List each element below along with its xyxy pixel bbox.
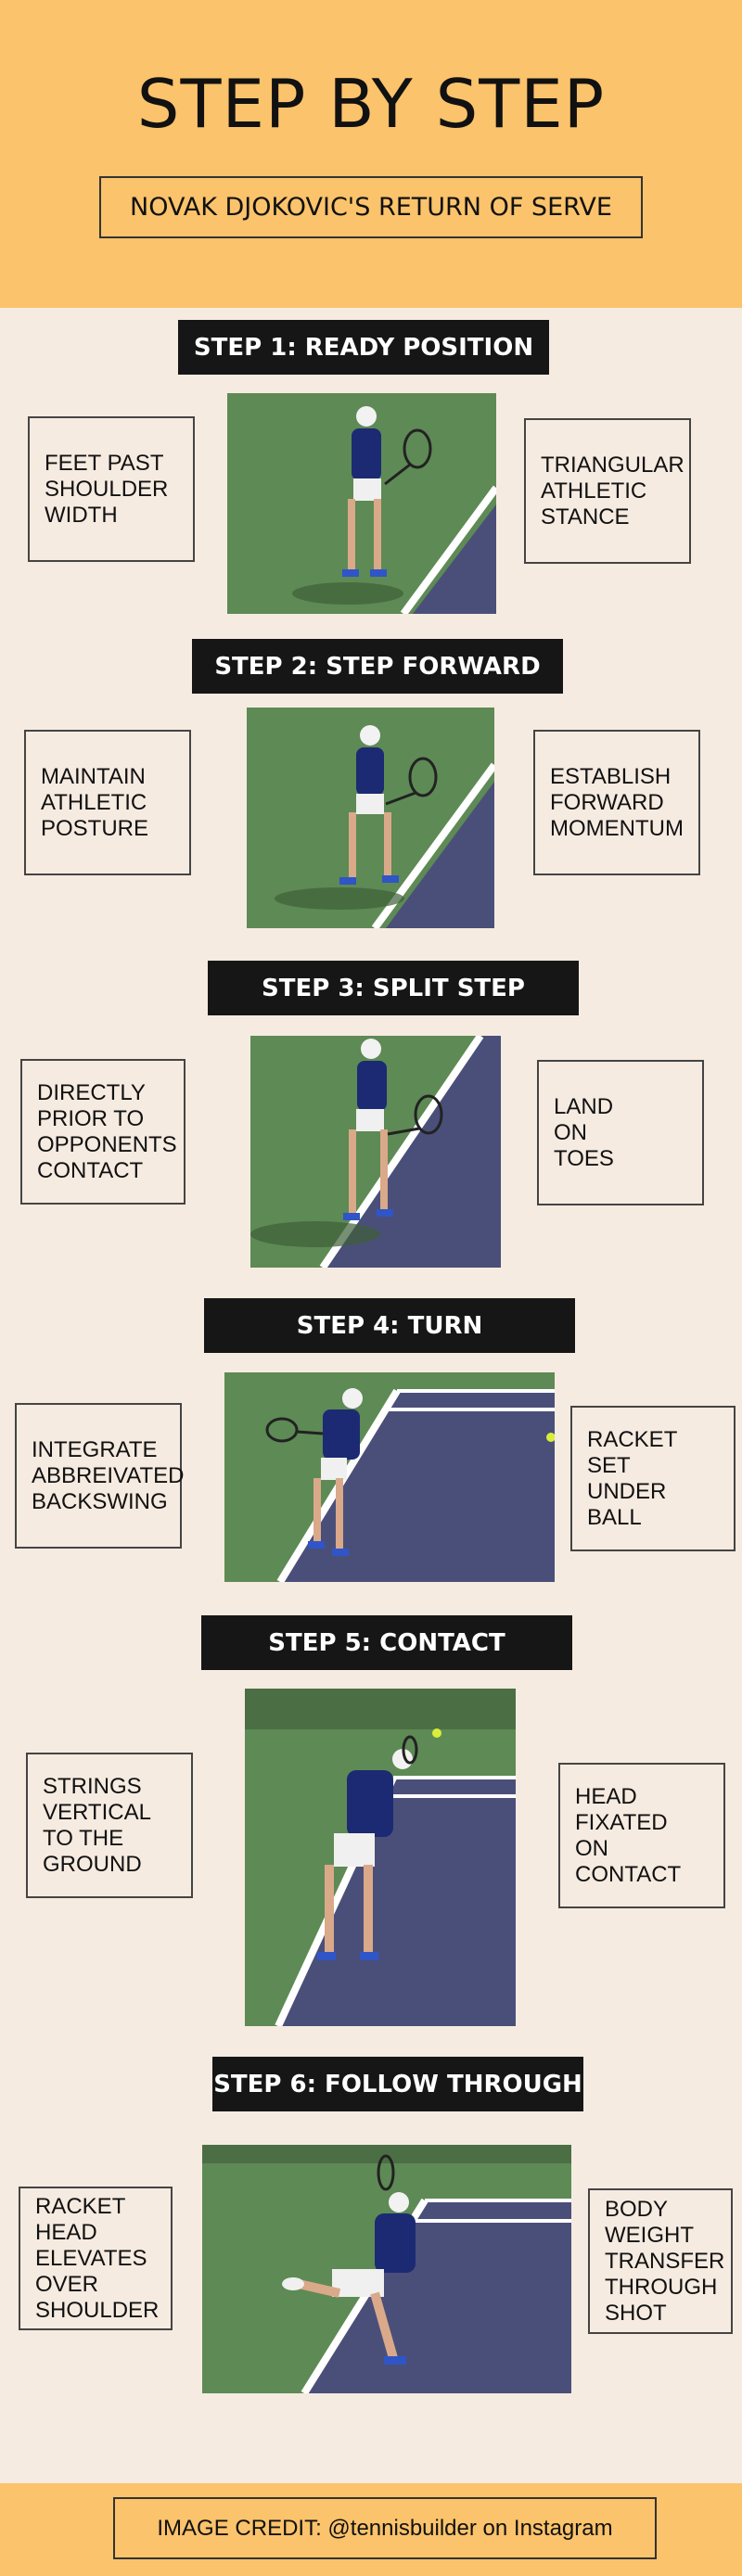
step-4-photo (224, 1372, 555, 1582)
step-1-label: STEP 1: READY POSITION (178, 320, 549, 375)
step-5-label: STEP 5: CONTACT (201, 1615, 572, 1670)
step-3-right-tip: LAND ON TOES (537, 1060, 704, 1205)
step-2-photo (247, 708, 494, 928)
image-credit: IMAGE CREDIT: @tennisbuilder on Instagra… (113, 2497, 657, 2559)
step-6-left-tip: RACKET HEAD ELEVATES OVER SHOULDER (19, 2187, 173, 2330)
step-2-right-tip: ESTABLISH FORWARD MOMENTUM (533, 730, 700, 875)
step-6-photo (202, 2145, 571, 2393)
step-4-label: STEP 4: TURN (204, 1298, 575, 1353)
step-4-left-tip: INTEGRATE ABBREIVATED BACKSWING (15, 1403, 184, 1549)
step-6-right-tip: BODY WEIGHT TRANSFER THROUGH SHOT (588, 2188, 733, 2334)
step-2-left-tip: MAINTAIN ATHLETIC POSTURE (24, 730, 191, 875)
step-5-photo (245, 1689, 516, 2026)
header-banner (0, 0, 742, 308)
step-3-photo (250, 1036, 501, 1268)
step-3-left-tip: DIRECTLY PRIOR TO OPPONENTS CONTACT (20, 1059, 186, 1205)
step-1-left-tip: FEET PAST SHOULDER WIDTH (28, 416, 195, 562)
step-5-left-tip: STRINGS VERTICAL TO THE GROUND (26, 1753, 193, 1898)
step-1-photo (227, 393, 496, 614)
page-title: STEP BY STEP (136, 65, 606, 143)
step-5-right-tip: HEAD FIXATED ON CONTACT (558, 1763, 725, 1908)
step-1-right-tip: TRIANGULAR ATHLETIC STANCE (524, 418, 691, 564)
step-6-label: STEP 6: FOLLOW THROUGH (212, 2057, 583, 2111)
step-3-label: STEP 3: SPLIT STEP (208, 961, 579, 1015)
step-4-right-tip: RACKET SET UNDER BALL (570, 1406, 736, 1551)
subtitle-box: NOVAK DJOKOVIC'S RETURN OF SERVE (99, 176, 643, 238)
step-2-label: STEP 2: STEP FORWARD (192, 639, 563, 694)
